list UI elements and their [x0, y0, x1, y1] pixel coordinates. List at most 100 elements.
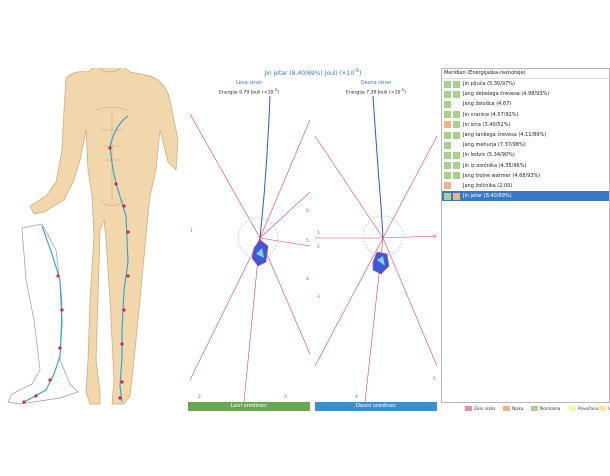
body-svg	[7, 47, 179, 405]
left-rays	[189, 113, 311, 403]
legend-label: Povečana	[578, 406, 599, 411]
right-number-2: 2	[317, 244, 320, 250]
meridian-list[interactable]: Meridian (Energijaška-ravnoteje) Jin plj…	[441, 68, 610, 403]
right-status-swatch	[453, 100, 460, 108]
legend-swatch	[465, 406, 472, 411]
meridian-line-front	[109, 115, 129, 403]
legend-item: Povečana	[569, 406, 598, 411]
legend-swatch	[531, 406, 538, 411]
meridian-row[interactable]: Jin iz osrčnika (4.35/96%)	[442, 161, 609, 171]
left-status-swatch	[444, 111, 451, 119]
meridian-line-side	[23, 225, 63, 403]
right-number-6: 6	[433, 234, 436, 240]
legend-label: Normalna	[540, 406, 561, 411]
right-status-swatch	[453, 141, 460, 149]
left-middle-finger-button[interactable]: Levi sredinec	[188, 402, 310, 411]
legend-item: Nizka	[503, 406, 523, 411]
right-diagram-svg: 1 2 3 4 5 6	[314, 95, 438, 403]
left-number-1: 1	[190, 228, 193, 234]
legend-item: Normalna	[531, 406, 560, 411]
meridian-row[interactable]: Jang želodca (4.67)	[442, 99, 609, 109]
legend-label: Nizka	[512, 406, 524, 411]
meridian-row-label: Jin vranice (4.57/92%)	[463, 111, 519, 118]
left-energy-trace	[259, 95, 271, 239]
meridian-row-label: Jang želodca (4.67)	[463, 101, 512, 108]
right-status-swatch	[453, 80, 460, 88]
meridian-row-label: Jang trojne warmer (4.68/93%)	[463, 172, 541, 179]
body-illustration	[0, 47, 182, 408]
right-energy-diagram: 1 2 3 4 5 6	[314, 95, 438, 403]
right-energy-label: Energija 7.39 Jouli (×10-5)	[345, 87, 407, 96]
left-number-6: 6	[306, 208, 309, 214]
meridian-row-label: Jin jetar (8.40/69%)	[463, 193, 512, 200]
right-status-swatch	[453, 162, 460, 170]
legend-swatch	[503, 406, 510, 411]
legend-item: Zelo nizka	[465, 406, 495, 411]
left-energy-label: Energija 9.79 Jouli (×10-5)	[218, 87, 280, 96]
meridian-row[interactable]: Jin vranice (4.57/92%)	[442, 110, 609, 120]
meridian-row[interactable]: Jang debelega črevesa (4.98/93%)	[442, 89, 609, 99]
legend-label: Zelo nizka	[474, 406, 496, 411]
right-status-swatch	[453, 151, 460, 159]
legend-item: Visoka	[599, 406, 610, 411]
right-status-swatch	[453, 172, 460, 180]
left-status-swatch	[444, 182, 451, 190]
meridian-row[interactable]: Jang tankega črevesa (4.11/89%)	[442, 130, 609, 140]
legend-swatch	[599, 406, 606, 411]
right-number-1: 1	[317, 230, 320, 236]
right-status-swatch	[453, 131, 460, 139]
right-status-swatch	[453, 90, 460, 98]
legend-label: Visoka	[608, 406, 610, 411]
meridian-row[interactable]: Jang trojne warmer (4.68/93%)	[442, 171, 609, 181]
meridian-row[interactable]: Jin pljuča (5.30/97%)	[442, 79, 609, 89]
meridian-row[interactable]: Jin srca (3.40/52%)	[442, 120, 609, 130]
left-status-swatch	[444, 90, 451, 98]
meridian-title: Jin jetar (8.40/69%) Jouli (×10-5)	[264, 68, 362, 77]
right-reference-circle	[362, 215, 404, 257]
left-number-4: 4	[306, 276, 309, 282]
left-reference-circle	[237, 217, 279, 259]
meridian-row[interactable]: Jin jetar (8.40/69%)	[442, 191, 609, 202]
left-status-swatch	[444, 172, 451, 180]
right-number-5: 5	[433, 376, 436, 382]
left-status-swatch	[444, 80, 451, 88]
right-status-swatch	[453, 182, 460, 190]
left-side-label: Leva stran	[235, 80, 263, 86]
meridian-row[interactable]: Jang mehurja (7.37/98%)	[442, 140, 609, 150]
meridian-row-label: Jin srca (3.40/52%)	[463, 121, 511, 128]
right-energy-trace	[372, 95, 384, 239]
left-number-3: 3	[284, 394, 287, 400]
right-number-4: 4	[355, 394, 358, 400]
left-number-2: 2	[198, 394, 201, 400]
meridian-row-label: Jin ledvic (5.34/90%)	[463, 152, 515, 159]
right-number-3: 3	[317, 294, 320, 300]
meridian-row-label: Jang debelega črevesa (4.98/93%)	[463, 91, 550, 98]
left-energy-diagram: 1 2 3 4 5 6	[188, 95, 311, 403]
left-number-5: 5	[306, 238, 309, 244]
meridian-row[interactable]: Jang žolčnika (2.00)	[442, 181, 609, 191]
side-leg-outline	[7, 223, 79, 405]
left-status-swatch	[444, 192, 451, 200]
right-status-swatch	[453, 192, 460, 200]
right-status-swatch	[453, 111, 460, 119]
meridian-row-label: Jang žolčnika (2.00)	[463, 182, 513, 189]
left-status-swatch	[444, 151, 451, 159]
right-status-swatch	[453, 121, 460, 129]
meridian-row-label: Jin iz osrčnika (4.35/96%)	[463, 162, 527, 169]
left-status-swatch	[444, 162, 451, 170]
energy-legend: Zelo nizka Nizka Normalna Povečana Visoka	[441, 403, 610, 417]
meridian-row-label: Jang tankega črevesa (4.11/89%)	[463, 132, 547, 139]
meridian-row-label: Jin pljuča (5.30/97%)	[463, 81, 515, 88]
meridian-rows: Jin pljuča (5.30/97%) Jang debelega čreve…	[442, 79, 609, 202]
left-status-swatch	[444, 100, 451, 108]
right-middle-finger-button[interactable]: Desni sredinec	[315, 402, 437, 411]
left-status-swatch	[444, 141, 451, 149]
right-side-label: Desna stran	[360, 80, 392, 86]
left-status-swatch	[444, 121, 451, 129]
meridian-row[interactable]: Jin ledvic (5.34/90%)	[442, 150, 609, 160]
meridian-row-label: Jang mehurja (7.37/98%)	[463, 142, 526, 149]
left-status-swatch	[444, 131, 451, 139]
left-diagram-svg: 1 2 3 4 5 6	[189, 95, 311, 403]
meridian-list-header: Meridian (Energijaška-ravnoteje)	[442, 69, 609, 79]
legend-swatch	[569, 406, 576, 411]
